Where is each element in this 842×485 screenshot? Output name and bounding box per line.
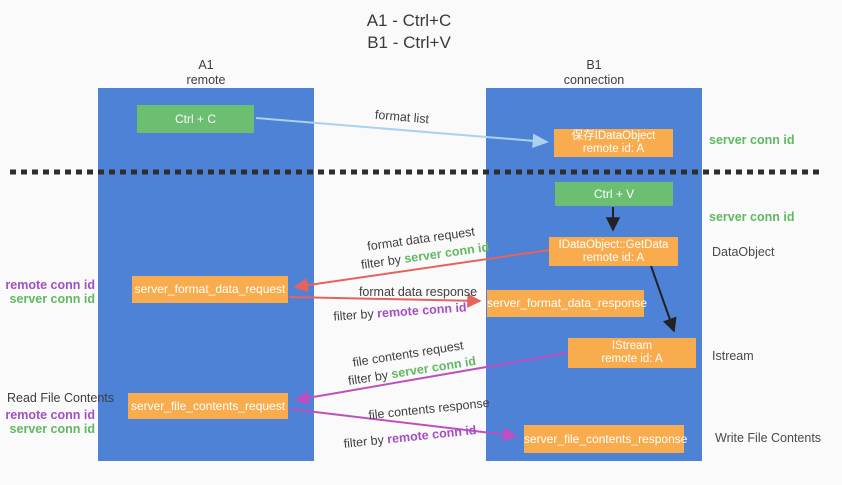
idataobject-getdata-line2: remote id: A [582, 251, 645, 264]
write-file-contents-label: Write File Contents [715, 431, 822, 445]
filter-by-text: filter by [360, 252, 402, 272]
lifeline-a1-subtitle: remote [186, 73, 226, 87]
istream-line1: IStream [611, 340, 653, 352]
idataobject-getdata-line1: IDataObject::GetData [558, 238, 669, 251]
lifeline-b1-header: B1 connection [534, 58, 654, 88]
format-data-response-filter-label: filter by remote conn id [333, 300, 467, 323]
istream-side-label: Istream [712, 349, 754, 363]
format-data-response-label: format data response [358, 285, 478, 299]
server-format-data-response-box: server_format_data_response [487, 290, 648, 317]
save-idataobject-line2: remote id: A [582, 143, 645, 155]
ctrl-c-box: Ctrl + C [137, 105, 254, 133]
server-format-data-request-label: server_format_data_request [134, 282, 286, 296]
server-conn-id-top-label: server conn id [709, 133, 795, 147]
save-idataobject-box: 保存IDataObject remote id: A [554, 129, 673, 157]
remote-conn-id-label: remote conn id [5, 278, 95, 292]
title-line-a1: A1 - Ctrl+C [366, 11, 452, 30]
server-format-data-response-label: server_format_data_response [487, 296, 648, 310]
lifeline-a1-title: A1 [198, 58, 214, 72]
ctrl-v-label: Ctrl + V [593, 186, 635, 201]
lifeline-b1-title: B1 [586, 58, 602, 72]
server-file-contents-response-box: server_file_contents_response [524, 425, 688, 453]
lifeline-b1-subtitle: connection [563, 73, 625, 87]
dataobject-label: DataObject [712, 245, 775, 259]
file-contents-response-label: file contents response [367, 395, 491, 423]
server-format-data-request-box: server_format_data_request [132, 276, 288, 303]
file-contents-response-filter-label: filter by remote conn id [343, 423, 477, 451]
filter-by-text: filter by [347, 367, 390, 389]
file-conn-id-group: remote conn id server conn id [0, 408, 95, 436]
server-conn-id-label: server conn id [9, 422, 95, 436]
read-file-contents-label: Read File Contents [7, 391, 115, 405]
save-idataobject-line1: 保存IDataObject [571, 130, 656, 142]
remote-conn-id-text: remote conn id [376, 300, 468, 321]
server-conn-id-mid-label: server conn id [709, 210, 795, 224]
server-file-contents-response-label: server_file_contents_response [524, 431, 688, 446]
lifeline-a1-header: A1 remote [146, 58, 266, 88]
ctrl-v-box: Ctrl + V [555, 182, 673, 206]
istream-line2: remote id: A [601, 353, 663, 365]
diagram-title: A1 - Ctrl+C B1 - Ctrl+V [319, 10, 499, 54]
ctrl-c-label: Ctrl + C [174, 111, 216, 126]
server-conn-id-label: server conn id [9, 292, 95, 306]
title-line-b1: B1 - Ctrl+V [367, 33, 451, 52]
remote-conn-id-label: remote conn id [5, 408, 95, 422]
remote-conn-id-text: remote conn id [386, 423, 478, 447]
filter-by-text: filter by [342, 432, 385, 451]
istream-box: IStream remote id: A [568, 338, 696, 368]
format-list-label: format list [374, 107, 430, 127]
server-file-contents-request-label: server_file_contents_request [130, 398, 286, 413]
server-file-contents-request-box: server_file_contents_request [128, 393, 288, 419]
idataobject-getdata-box: IDataObject::GetData remote id: A [549, 237, 678, 266]
filter-by-text: filter by [332, 306, 375, 324]
format-conn-id-group: remote conn id server conn id [0, 278, 95, 306]
